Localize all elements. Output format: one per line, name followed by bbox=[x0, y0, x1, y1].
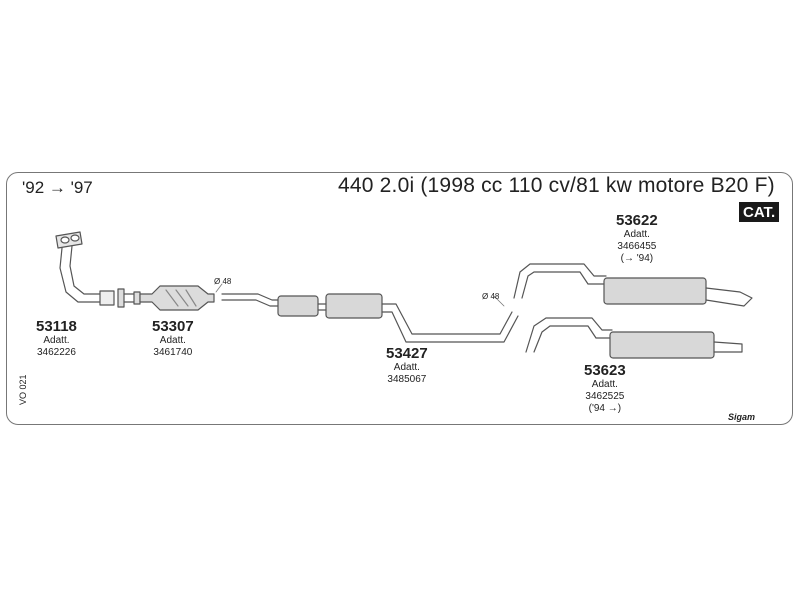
year-range: (→ '94) bbox=[620, 253, 654, 264]
adapt-code: 3485067 bbox=[387, 374, 427, 385]
adapt-code: 3462226 bbox=[36, 347, 76, 358]
diagram-frame bbox=[6, 172, 793, 425]
part-number: 53622 bbox=[616, 212, 658, 229]
adapt-label: Adatt. bbox=[623, 229, 650, 240]
year-range: '92 → '97 bbox=[22, 178, 93, 197]
model-title: 440 2.0i (1998 cc 110 cv/81 kw motore B2… bbox=[338, 174, 775, 197]
part-number: 53118 bbox=[36, 318, 77, 335]
part-number: 53307 bbox=[152, 318, 194, 335]
part-53118-drawing bbox=[55, 231, 141, 308]
part-label-53118: 53118 Adatt. 3462226 bbox=[36, 318, 77, 359]
part-number: 53427 bbox=[386, 345, 428, 362]
adapt-label: Adatt. bbox=[591, 379, 618, 390]
year-range: ('94 →) bbox=[588, 403, 622, 414]
adapt-label: Adatt. bbox=[393, 362, 420, 373]
brand-logo: Sigam bbox=[728, 412, 756, 422]
adapt-label: Adatt. bbox=[43, 335, 70, 346]
part-53427-drawing bbox=[221, 293, 519, 343]
diameter-label-1: Ø 48 bbox=[214, 277, 232, 286]
adapt-code: 3466455 bbox=[617, 241, 657, 252]
part-53623-drawing bbox=[525, 317, 743, 359]
part-53307-drawing bbox=[139, 285, 215, 311]
adapt-label: Adatt. bbox=[159, 335, 186, 346]
part-label-53622: 53622 Adatt. 3466455 (→ '94) bbox=[616, 212, 658, 265]
part-label-53427: 53427 Adatt. 3485067 bbox=[386, 345, 428, 386]
adapt-code: 3461740 bbox=[153, 347, 193, 358]
adapt-code: 3462525 bbox=[585, 391, 625, 402]
diameter-label-2: Ø 48 bbox=[482, 292, 500, 301]
cat-badge: CAT. bbox=[739, 202, 780, 222]
part-label-53623: 53623 Adatt. 3462525 ('94 →) bbox=[584, 362, 626, 415]
part-53622-drawing bbox=[513, 263, 753, 307]
part-number: 53623 bbox=[584, 362, 626, 379]
part-label-53307: 53307 Adatt. 3461740 bbox=[152, 318, 194, 359]
